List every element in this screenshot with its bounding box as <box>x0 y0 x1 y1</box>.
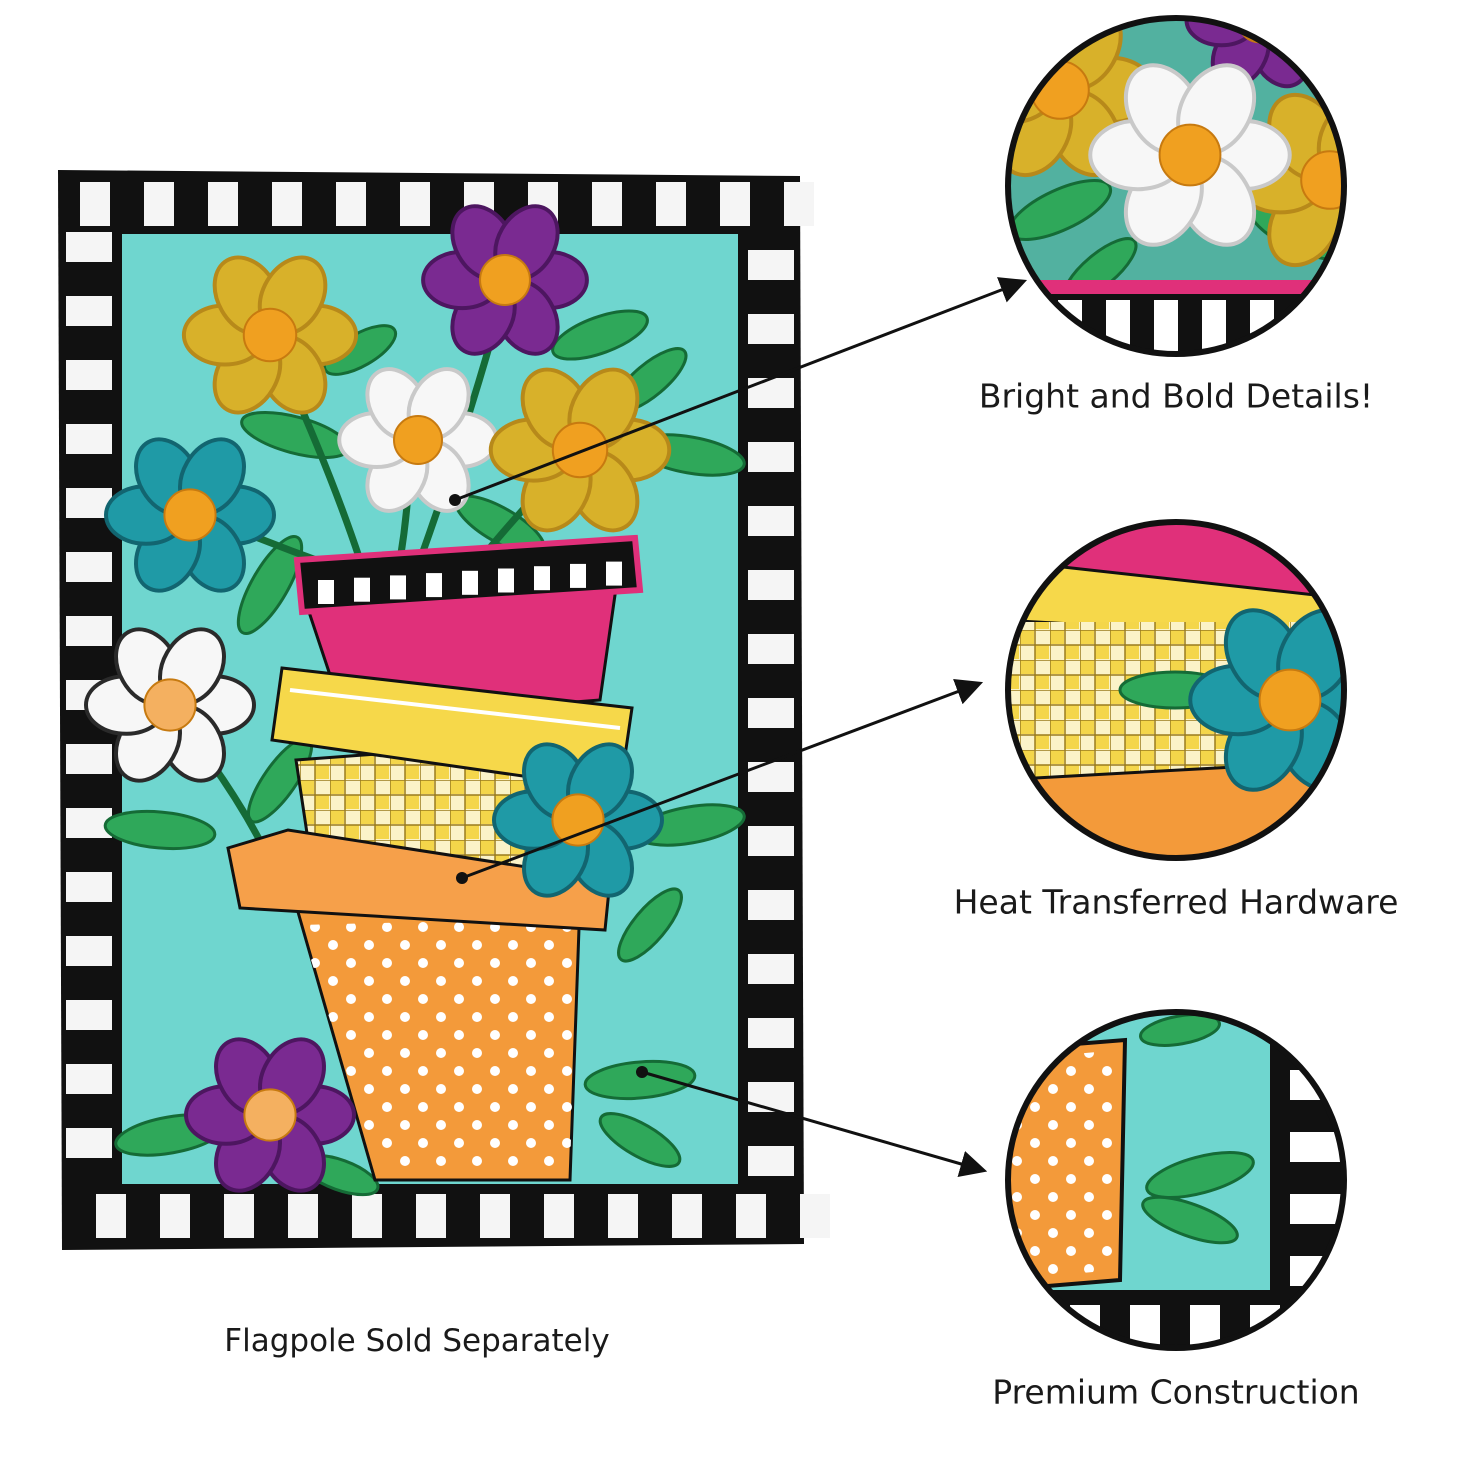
garden-flag <box>58 170 830 1250</box>
flower-white <box>1088 63 1292 247</box>
caption-heat-transferred: Heat Transferred Hardware <box>953 882 1399 922</box>
caption-premium-construction: Premium Construction <box>992 1372 1360 1412</box>
flower-gold <box>488 367 672 533</box>
flowers <box>84 204 672 1193</box>
caption-bright-details: Bright and Bold Details! <box>978 376 1374 416</box>
flower-purple <box>184 1037 356 1193</box>
arrow-icon <box>636 1066 988 1177</box>
detail-circle-2 <box>1005 519 1347 861</box>
detail-circle-1 <box>1005 15 1347 357</box>
arrow-icon <box>456 678 984 884</box>
flower-teal <box>492 742 664 898</box>
flower-white <box>337 367 499 513</box>
caption-flagpole-note: Flagpole Sold Separately <box>224 1323 610 1359</box>
flower-teal <box>104 437 276 593</box>
detail-circle-3 <box>1005 1009 1347 1351</box>
pink-rim-checks <box>318 561 622 604</box>
pink-pot <box>293 534 644 722</box>
arrow-icon <box>449 277 1028 506</box>
flower-purple <box>421 204 589 356</box>
orange-pot <box>226 828 612 1182</box>
flower-white <box>84 627 256 783</box>
flower-gold <box>181 255 359 415</box>
